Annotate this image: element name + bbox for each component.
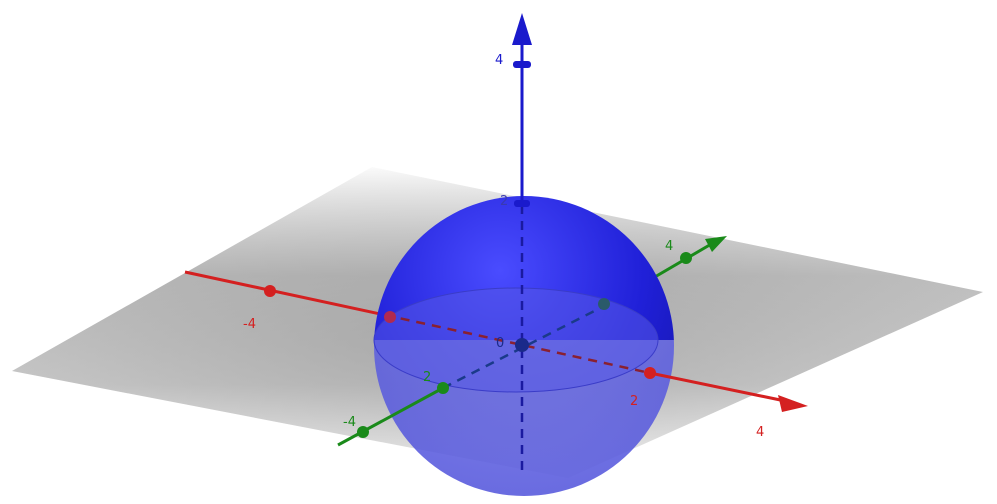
x-tick-neg4[interactable] [264, 285, 276, 297]
y-tick-4[interactable] [680, 252, 692, 264]
y-axis-negative-segment[interactable] [337, 386, 444, 447]
origin-point[interactable] [515, 338, 529, 352]
x-axis-positive-segment[interactable] [649, 371, 791, 404]
sphere-equator-disc [373, 287, 659, 393]
y-tick-neg2[interactable] [437, 382, 449, 394]
y-tick-neg4[interactable] [357, 426, 369, 438]
x-tick-label-2: 2 [630, 394, 638, 409]
x-tick-label-4: 4 [756, 425, 764, 440]
x-axis-negative-segment[interactable] [184, 270, 386, 317]
y-tick-label-neg4: -4 [343, 415, 356, 430]
z-tick-label-2: 2 [500, 194, 508, 209]
z-axis-arrowhead [512, 13, 532, 45]
z-tick-4[interactable] [513, 61, 531, 68]
y-axis-arrowhead [705, 236, 727, 252]
x-tick-label-neg4: -4 [243, 317, 256, 332]
y-tick-2[interactable] [598, 298, 610, 310]
x-tick-neg2[interactable] [384, 311, 396, 323]
z-tick-label-4: 4 [495, 53, 503, 68]
sphere[interactable] [373, 196, 674, 496]
origin-label: 0 [496, 336, 504, 351]
x-tick-2[interactable] [644, 367, 656, 379]
tick-marks [264, 61, 692, 438]
z-tick-2[interactable] [514, 200, 530, 207]
tick-labels: 4 2 -4 2 4 -4 2 4 0 [243, 53, 764, 440]
y-tick-label-4: 4 [665, 239, 673, 254]
y-tick-label-2: 2 [423, 370, 431, 385]
x-axis-arrowhead [778, 395, 808, 412]
